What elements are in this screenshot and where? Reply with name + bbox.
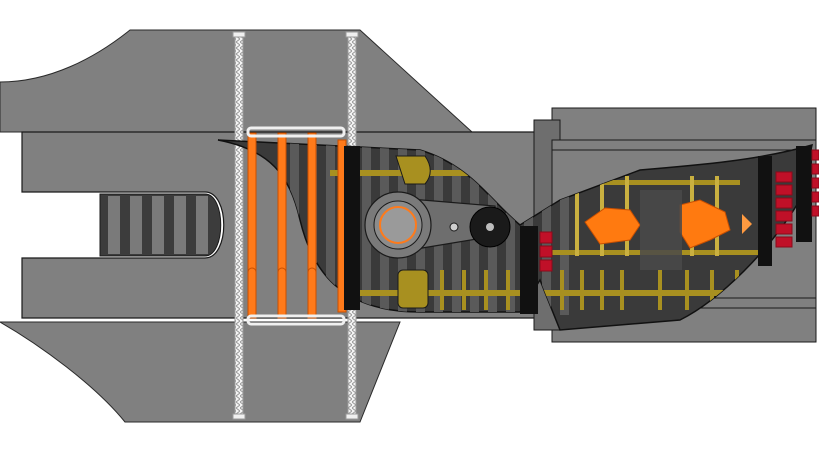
crimson-cell	[539, 259, 553, 272]
channel-stripe	[196, 196, 208, 254]
divider-band-mid	[520, 226, 538, 314]
crimson-cell	[539, 245, 553, 258]
crimson-cell	[811, 163, 819, 175]
rail-cap-bottom-0	[232, 413, 246, 420]
rail-cap-top-0	[232, 31, 246, 38]
energy-coil-lower	[307, 267, 317, 319]
divider-band-left	[344, 146, 360, 310]
interior-stripe	[326, 140, 335, 315]
brass-post	[575, 176, 579, 256]
brass-post	[462, 270, 466, 310]
brass-post	[506, 270, 510, 310]
crimson-cell	[775, 184, 793, 196]
interior-stripe	[506, 140, 515, 315]
rail-cap-top-1	[345, 31, 359, 38]
crimson-cell	[775, 197, 793, 209]
brass-post	[600, 270, 604, 310]
interior-stripe	[542, 140, 551, 315]
crimson-cells	[539, 149, 819, 272]
striped-channel	[99, 193, 222, 257]
interior-stripe	[560, 140, 569, 315]
channel-stripe	[174, 196, 186, 254]
brass-post	[580, 270, 584, 310]
energy-coil-lower	[277, 267, 287, 319]
channel-stripe	[130, 196, 142, 254]
brass-post	[685, 270, 689, 310]
coil-frame-bottom	[246, 314, 346, 326]
brass-post	[658, 270, 662, 310]
crimson-cell	[775, 210, 793, 222]
brass-block-upper	[395, 155, 431, 185]
crimson-cell	[539, 231, 553, 244]
power-crystal-icon	[584, 190, 752, 270]
channel-stripe	[152, 196, 164, 254]
crimson-cell	[811, 205, 819, 217]
energy-coil-lower	[247, 267, 257, 319]
brass-post	[440, 270, 444, 310]
brass-block-lower	[397, 269, 429, 309]
rail-cap-bottom-1	[345, 413, 359, 420]
rail-0	[234, 33, 244, 419]
crimson-cell	[811, 149, 819, 161]
brass-post	[560, 270, 564, 310]
crimson-cell	[811, 191, 819, 203]
energy-coil-icon	[247, 132, 347, 319]
divider-band-right	[758, 156, 772, 266]
energy-coil-icon	[247, 267, 317, 319]
gear-icon	[364, 191, 511, 259]
crimson-cell	[775, 171, 793, 183]
lower-wing	[0, 321, 401, 423]
crimson-cell	[775, 236, 793, 248]
crimson-cell	[811, 177, 819, 189]
brass-post	[620, 270, 624, 310]
channel-stripe	[108, 196, 120, 254]
brass-post	[484, 270, 488, 310]
crimson-cell	[775, 223, 793, 235]
divider-band-far	[796, 146, 812, 242]
coil-frame-top	[246, 126, 346, 138]
brass-post	[710, 270, 714, 310]
